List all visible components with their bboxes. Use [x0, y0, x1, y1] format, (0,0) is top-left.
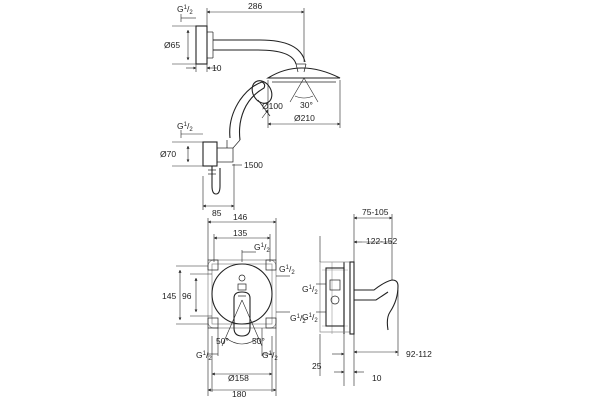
flange-dia-label: Ø65	[164, 40, 180, 50]
mixer-side-view	[316, 214, 399, 386]
hose-length-label: 1500	[244, 160, 263, 170]
side-mixer-lever	[354, 279, 399, 331]
wall-holder	[202, 141, 218, 167]
front-bottom-g-right-label: G1/2	[262, 350, 278, 362]
shower-arm	[213, 39, 306, 63]
front-bottom-g-left-label: G1/2	[196, 350, 212, 362]
front-right-g-label: G1/2	[279, 264, 295, 276]
height-inner-label: 96	[182, 291, 192, 301]
tilt-angle-label: 30°	[300, 100, 313, 110]
cover-plate	[211, 263, 273, 325]
width-outer-label: 146	[233, 212, 247, 222]
arm-length-label: 286	[248, 1, 262, 11]
side-g-upper-label: G1/2	[302, 284, 318, 296]
holder-offset-label: 85	[212, 208, 222, 218]
wall-flange	[195, 25, 208, 65]
install-range-label: 122-152	[366, 236, 397, 246]
mixer-front-view	[176, 218, 290, 396]
angle-right-label: 50°	[252, 336, 265, 346]
hand-shower	[229, 81, 266, 141]
width-inner-label: 135	[233, 228, 247, 238]
head-dia-small-label: Ø100	[262, 101, 283, 111]
holder-dia-label: Ø70	[160, 149, 176, 159]
plate-gap-label: 10	[372, 373, 382, 383]
plate-width-label: 180	[232, 389, 246, 399]
shower-hose	[211, 166, 221, 195]
side-g-lower-label: G1/2	[302, 312, 318, 324]
front-top-g-label: G1/2	[254, 242, 270, 254]
depth-range-label: 75-105	[362, 207, 389, 217]
mixer-handle	[233, 291, 251, 337]
holder-g-label: G1/2	[177, 121, 193, 133]
overhead-shower-drawing	[172, 8, 341, 210]
mixer-body	[325, 267, 345, 327]
wall-gap-label: 10	[212, 63, 222, 73]
shower-head	[266, 67, 341, 79]
overhead-g-label: G1/2	[177, 4, 193, 16]
front-right-g-label-lower: G1/2	[290, 313, 306, 325]
side-cover-plate	[349, 261, 355, 335]
height-outer-label: 145	[162, 291, 176, 301]
hand-shower-head	[251, 80, 273, 104]
head-dia-label: Ø210	[294, 113, 315, 123]
plate-dia-label: Ø158	[228, 373, 249, 383]
angle-left-label: 50°	[216, 336, 229, 346]
wall-depth-label: 25	[312, 361, 322, 371]
spout-range-label: 92-112	[406, 349, 432, 359]
